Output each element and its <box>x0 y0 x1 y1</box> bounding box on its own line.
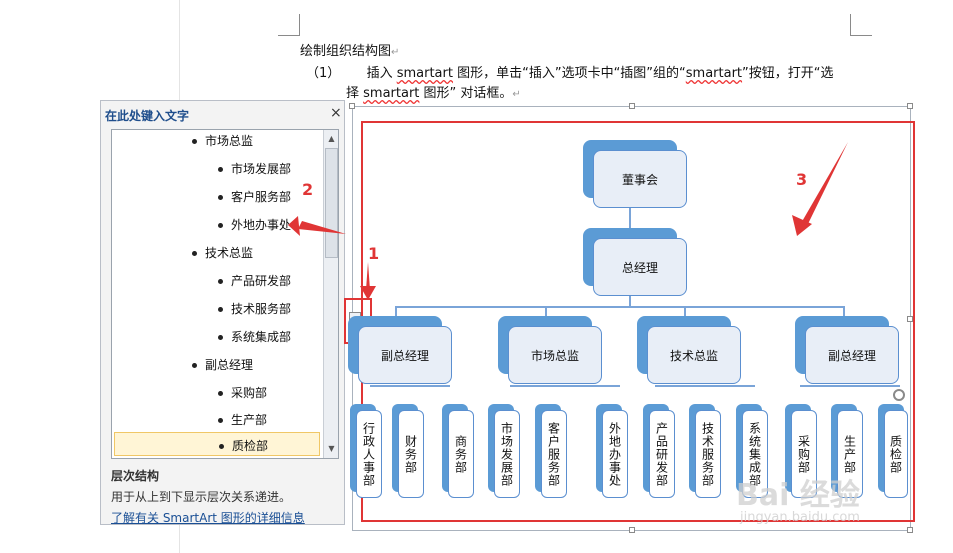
doc-step-line-2[interactable]: 择 smartart 图形” 对话框。↵ <box>346 82 521 101</box>
paragraph-mark: ↵ <box>391 47 400 58</box>
watermark-url: jingyan.baidu.com <box>740 510 860 525</box>
resize-handle[interactable] <box>629 103 635 109</box>
bullet-icon <box>192 363 197 368</box>
org-node-level4[interactable]: 财务部 <box>398 410 424 498</box>
paragraph-mark-2: ↵ <box>512 89 521 100</box>
resize-handle[interactable] <box>907 103 913 109</box>
bullet-icon <box>192 251 197 256</box>
text-pane-list: 市场总监 市场发展部 客户服务部 外地办事处 技术总监 产品研发部 技术服务部 … <box>111 129 341 553</box>
annotation-label-2: 2 <box>302 180 314 199</box>
help-title: 层次结构 <box>111 469 160 483</box>
scroll-down-arrow-icon[interactable]: ▼ <box>328 444 335 453</box>
help-description: 用于从上到下显示层次关系递进。 <box>111 490 292 504</box>
bullet-icon <box>218 195 223 200</box>
step-text-a: 插入 <box>366 66 397 81</box>
rotate-handle-icon[interactable] <box>893 389 905 401</box>
org-node-general-manager[interactable]: 总经理 <box>593 238 687 296</box>
doc-heading[interactable]: 绘制组织结构图↵ <box>300 40 399 59</box>
org-node-level4[interactable]: 质检部 <box>884 410 908 498</box>
step-text-smartart-2: smartart <box>685 66 743 81</box>
resize-handle[interactable] <box>907 316 913 322</box>
org-node-level3[interactable]: 副总经理 <box>358 326 452 384</box>
step-text-smartart-1: smartart <box>396 66 453 81</box>
org-node-level4[interactable]: 外地办事处 <box>602 410 628 498</box>
watermark-logo: Bai 经验 <box>736 478 860 513</box>
bullet-icon <box>219 444 224 449</box>
step-text-smartart-3: smartart <box>363 86 420 101</box>
list-item[interactable]: 技术总监 <box>192 244 253 261</box>
bullet-icon <box>218 223 223 228</box>
org-node-level4[interactable]: 生产部 <box>837 410 863 498</box>
list-item[interactable]: 市场总监 <box>192 132 253 149</box>
bullet-icon <box>218 279 223 284</box>
list-item[interactable]: 副总经理 <box>192 356 253 373</box>
bullet-icon <box>218 418 223 423</box>
org-node-board[interactable]: 董事会 <box>593 150 687 208</box>
org-node-level4[interactable]: 产品研发部 <box>649 410 675 498</box>
list-item[interactable]: 技术服务部 <box>218 300 291 317</box>
text-pane-title: 在此处键入文字 <box>105 109 190 123</box>
page-corner-mark-right <box>850 14 872 36</box>
bullet-icon <box>218 167 223 172</box>
org-node-level4[interactable]: 技术服务部 <box>695 410 721 498</box>
org-node-level3[interactable]: 技术总监 <box>647 326 741 384</box>
org-node-level4[interactable]: 采购部 <box>791 410 817 498</box>
resize-handle[interactable] <box>629 527 635 533</box>
step-text-b: 图形，单击“插入”选项卡中“插图”组的“ <box>452 66 686 81</box>
bullet-icon <box>192 139 197 144</box>
page-corner-mark-left <box>278 14 300 36</box>
org-node-level4[interactable]: 行政人事部 <box>356 410 382 498</box>
org-node-level4[interactable]: 市场发展部 <box>494 410 520 498</box>
step-text-d: 择 <box>346 86 364 101</box>
help-link[interactable]: 了解有关 SmartArt 图形的详细信息 <box>111 511 305 525</box>
list-item-selected[interactable]: 质检部 <box>114 432 320 456</box>
smartart-text-pane: 在此处键入文字 × 市场总监 市场发展部 客户服务部 外地办事处 技术总监 产品… <box>100 100 345 525</box>
org-node-level3[interactable]: 市场总监 <box>508 326 602 384</box>
doc-step-line[interactable]: （1） 插入 smartart 图形，单击“插入”选项卡中“插图”组的“smar… <box>306 62 834 81</box>
scroll-up-arrow-icon[interactable]: ▲ <box>328 134 335 143</box>
step-text-c: ”按钮，打开“选 <box>742 66 834 81</box>
org-node-level4[interactable]: 系统集成部 <box>742 410 768 498</box>
bullet-icon <box>218 335 223 340</box>
list-item[interactable]: 客户服务部 <box>218 188 291 205</box>
list-item[interactable]: 生产部 <box>218 411 267 428</box>
bullet-list-editor[interactable]: 市场总监 市场发展部 客户服务部 外地办事处 技术总监 产品研发部 技术服务部 … <box>111 129 339 459</box>
list-item[interactable]: 外地办事处 <box>218 216 291 233</box>
resize-handle[interactable] <box>349 103 355 109</box>
bullet-icon <box>218 391 223 396</box>
list-item[interactable]: 产品研发部 <box>218 272 291 289</box>
text-pane-help: 层次结构 用于从上到下显示层次关系递进。 了解有关 SmartArt 图形的详细… <box>111 461 339 525</box>
step-text-e: 图形” 对话框。 <box>419 86 513 101</box>
org-node-level3[interactable]: 副总经理 <box>805 326 899 384</box>
close-icon[interactable]: × <box>330 105 342 121</box>
bullet-icon <box>218 307 223 312</box>
list-scrollbar[interactable]: ▲ ▼ <box>323 130 338 458</box>
list-item[interactable]: 市场发展部 <box>218 160 291 177</box>
resize-handle[interactable] <box>907 527 913 533</box>
annotation-label-1: 1 <box>368 244 380 263</box>
step-number: （1） <box>306 66 341 81</box>
org-node-level4[interactable]: 商务部 <box>448 410 474 498</box>
list-item[interactable]: 采购部 <box>218 384 267 401</box>
org-node-level4[interactable]: 客户服务部 <box>541 410 567 498</box>
annotation-label-3: 3 <box>796 170 808 189</box>
list-item[interactable]: 系统集成部 <box>218 328 291 345</box>
doc-heading-text: 绘制组织结构图 <box>300 44 392 59</box>
